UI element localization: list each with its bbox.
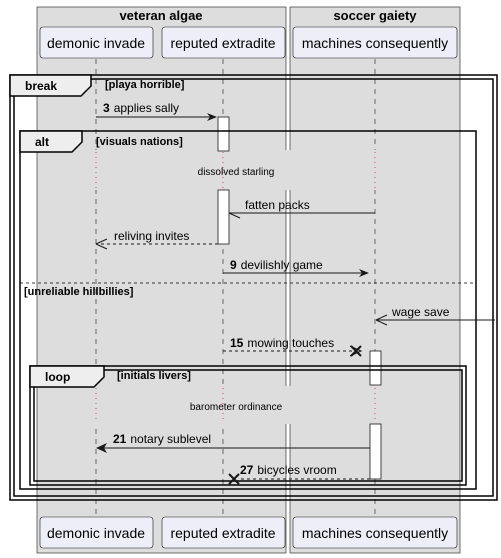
participant-head-machines-consequently: machines consequently	[292, 26, 458, 59]
participant-foot-reputed-extradite: reputed extradite	[161, 516, 286, 549]
svg-text:demonic invade: demonic invade	[47, 525, 145, 541]
fragment-break-condition: [playa horrible]	[105, 79, 185, 91]
participant-head-demonic-invade: demonic invade	[39, 26, 154, 59]
svg-text:reliving invites: reliving invites	[114, 229, 189, 243]
participant-foot-demonic-invade: demonic invade	[39, 516, 154, 549]
box-veteran-algae	[36, 6, 287, 554]
svg-text:fatten packs: fatten packs	[245, 198, 310, 212]
svg-text:demonic invade: demonic invade	[47, 35, 145, 51]
svg-text:machines consequently: machines consequently	[302, 35, 448, 51]
fragment-break-keyword: break	[25, 79, 57, 93]
activation-machines-consequently	[369, 350, 382, 386]
fragment-break: break [playa horrible]	[9, 74, 498, 501]
fragment-alt-condition: [visuals nations]	[96, 136, 183, 148]
message-reliving-invites: reliving invites	[95, 229, 218, 250]
delay-label-second: barometer ordinance	[190, 402, 283, 413]
participant-foot-machines-consequently: machines consequently	[292, 516, 458, 549]
activation-reputed-extradite	[217, 116, 230, 152]
message-wage-save: wage save	[375, 305, 495, 326]
delay-label-first: dissolved starling	[198, 167, 275, 178]
svg-text:reputed extradite: reputed extradite	[170, 525, 275, 541]
destroy-cross-icon	[228, 473, 240, 485]
box-title-veteran-algae: veteran algae	[119, 8, 202, 23]
svg-text:wage save: wage save	[391, 305, 450, 319]
fragment-alt-keyword: alt	[35, 135, 49, 149]
fragment-loop: loop [initials livers]	[29, 365, 467, 486]
svg-text:reputed extradite: reputed extradite	[170, 35, 275, 51]
box-title-soccer-gaiety: soccer gaiety	[333, 8, 417, 23]
message-fatten-packs: fatten packs	[228, 198, 375, 219]
destroy-cross-icon	[350, 345, 362, 357]
participant-head-reputed-extradite: reputed extradite	[161, 26, 286, 59]
fragment-alt-else-condition: [unreliable hillbillies]	[24, 286, 134, 298]
fragment-loop-keyword: loop	[45, 370, 70, 384]
activation-reputed-extradite-2	[217, 189, 230, 245]
fragment-loop-condition: [initials livers]	[117, 370, 191, 382]
activation-machines-consequently-2	[369, 423, 382, 480]
fragment-alt: alt [visuals nations] [unreliable hillbi…	[19, 130, 477, 490]
svg-text:machines consequently: machines consequently	[302, 525, 448, 541]
